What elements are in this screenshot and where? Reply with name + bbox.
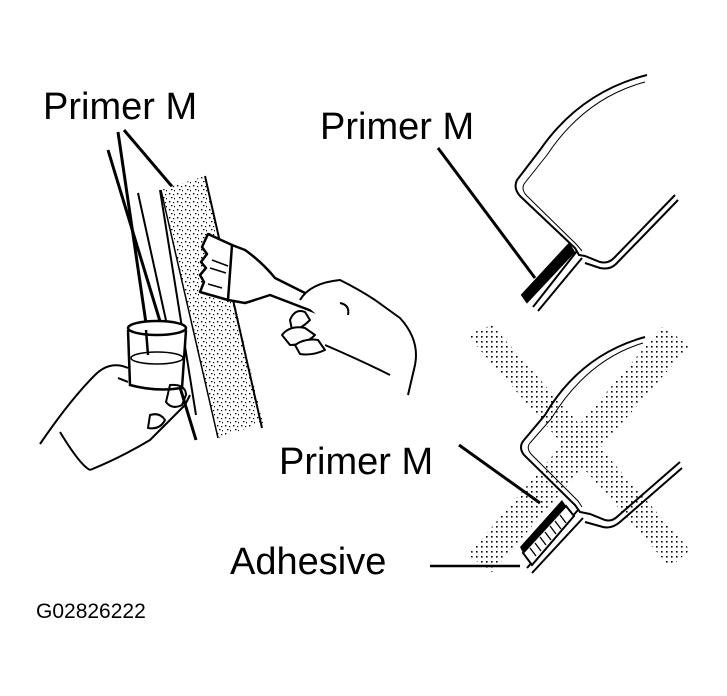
label-primer-left: Primer M	[43, 86, 198, 128]
primer-top-right-leader	[436, 147, 537, 279]
label-primer-bottom-right: Primer M	[279, 441, 434, 483]
label-adhesive: Adhesive	[230, 541, 387, 583]
glass-edge	[106, 149, 198, 441]
cross-out-x-icon	[467, 325, 690, 572]
right-hand	[281, 279, 417, 396]
figure-code: G02826222	[36, 600, 146, 623]
label-primer-top-right: Primer M	[320, 106, 475, 148]
left-panel-art	[39, 129, 417, 471]
primer-cup-icon	[126, 319, 188, 391]
bottom-right-panel-art	[430, 325, 690, 574]
primer-band	[160, 175, 263, 439]
left-hand	[39, 364, 191, 471]
adhesive-bead	[521, 504, 576, 567]
top-right-panel-art	[436, 74, 679, 312]
primer-bottom-right-leader	[458, 443, 541, 505]
